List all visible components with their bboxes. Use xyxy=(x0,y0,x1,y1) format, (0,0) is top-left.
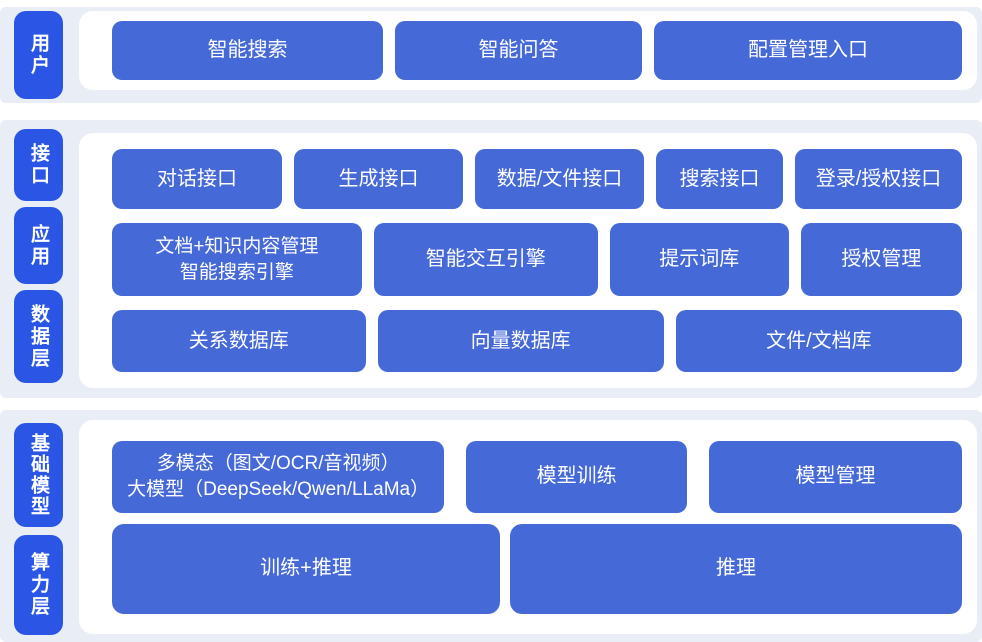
middle-panel: 对话接口 生成接口 数据/文件接口 搜索接口 登录/授权接口 文档+知识内容管理… xyxy=(79,133,977,388)
box-vector-db: 向量数据库 xyxy=(377,310,664,372)
user-layer-band: 用户 智能搜索 智能问答 配置管理入口 xyxy=(0,7,982,103)
box-file-doc-store: 文件/文档库 xyxy=(675,310,963,372)
box-generation-api: 生成接口 xyxy=(294,149,463,209)
layer-pill-foundation-model: 基础模型 xyxy=(14,423,63,527)
box-intelligent-search: 智能搜索 xyxy=(112,21,383,80)
box-doc-knowledge-management: 文档+知识内容管理 智能搜索引擎 xyxy=(112,223,362,296)
box-training-inference: 训练+推理 xyxy=(112,523,500,614)
application-row: 文档+知识内容管理 智能搜索引擎 智能交互引擎 提示词库 授权管理 xyxy=(112,223,962,296)
user-layer-panel: 智能搜索 智能问答 配置管理入口 xyxy=(79,11,977,90)
box-dialog-api: 对话接口 xyxy=(112,149,282,209)
layer-pill-user-label: 用户 xyxy=(28,33,49,77)
foundation-compute-band: 基础模型 算力层 多模态（图文/OCR/音视频） 大模型（DeepSeek/Qw… xyxy=(0,410,982,642)
box-model-management: 模型管理 xyxy=(709,440,962,513)
layer-pill-foundation-model-label: 基础模型 xyxy=(28,433,49,517)
interface-app-data-band: 接口 应用 数据层 对话接口 生成接口 数据/文件接口 搜索接口 登录/授权接口… xyxy=(0,120,982,398)
layer-pill-application: 应用 xyxy=(14,207,63,284)
layer-pill-interface-label: 接口 xyxy=(28,143,49,187)
layer-pill-compute-label: 算力层 xyxy=(28,552,49,618)
box-model-training: 模型训练 xyxy=(466,440,688,513)
user-layer-row: 智能搜索 智能问答 配置管理入口 xyxy=(112,21,962,80)
foundation-model-row: 多模态（图文/OCR/音视频） 大模型（DeepSeek/Qwen/LLaMa）… xyxy=(112,440,962,513)
box-relational-db: 关系数据库 xyxy=(112,310,366,372)
box-config-management-entry: 配置管理入口 xyxy=(654,21,962,80)
box-intelligent-qa: 智能问答 xyxy=(395,21,642,80)
middle-pill-column: 接口 应用 数据层 xyxy=(0,120,79,398)
layer-pill-interface: 接口 xyxy=(14,129,63,201)
box-login-auth-api: 登录/授权接口 xyxy=(795,149,962,209)
interface-row: 对话接口 生成接口 数据/文件接口 搜索接口 登录/授权接口 xyxy=(112,149,962,209)
layer-pill-application-label: 应用 xyxy=(28,223,49,268)
box-intelligent-interaction-engine: 智能交互引擎 xyxy=(373,223,598,296)
box-data-file-api: 数据/文件接口 xyxy=(475,149,644,209)
layer-pill-data: 数据层 xyxy=(14,290,63,383)
box-multimodal-llm: 多模态（图文/OCR/音视频） 大模型（DeepSeek/Qwen/LLaMa） xyxy=(112,440,445,513)
box-inference: 推理 xyxy=(510,523,962,614)
layer-pill-data-label: 数据层 xyxy=(28,303,49,370)
compute-layer-row: 训练+推理 推理 xyxy=(112,523,962,614)
box-search-api: 搜索接口 xyxy=(656,149,783,209)
data-layer-row: 关系数据库 向量数据库 文件/文档库 xyxy=(112,310,963,372)
layer-pill-user: 用户 xyxy=(14,11,63,99)
layer-pill-compute: 算力层 xyxy=(14,535,63,635)
foundation-panel: 多模态（图文/OCR/音视频） 大模型（DeepSeek/Qwen/LLaMa）… xyxy=(79,420,977,634)
box-authorization-management: 授权管理 xyxy=(800,223,962,296)
box-prompt-library: 提示词库 xyxy=(609,223,789,296)
foundation-pill-column: 基础模型 算力层 xyxy=(0,410,79,642)
user-layer-pill-column: 用户 xyxy=(0,7,79,103)
